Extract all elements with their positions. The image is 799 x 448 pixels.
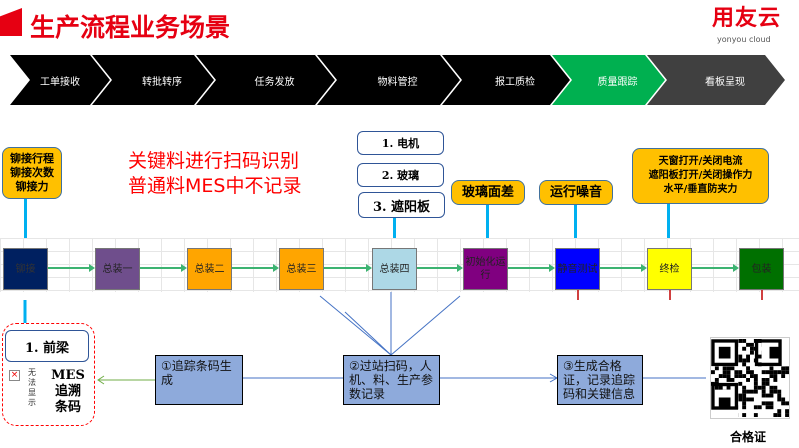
process-node[interactable]: 静音测试 bbox=[555, 248, 600, 290]
arrow-head bbox=[89, 264, 95, 272]
qr-code bbox=[710, 337, 790, 419]
process-node[interactable]: 初始化运行 bbox=[463, 248, 508, 290]
part-glass: 2. 玻璃 bbox=[357, 163, 444, 187]
arrow-line bbox=[486, 205, 489, 238]
process-node[interactable]: 总装三 bbox=[279, 248, 324, 290]
process-node[interactable]: 总装一 bbox=[95, 248, 140, 290]
process-node[interactable]: 总装四 bbox=[372, 248, 417, 290]
arrow-line bbox=[574, 205, 577, 238]
arrow-line bbox=[24, 199, 27, 239]
arrow-head bbox=[273, 264, 279, 272]
step-5[interactable]: 报工质检 bbox=[495, 76, 535, 88]
arrow-line bbox=[667, 204, 670, 238]
step-3[interactable]: 任务发放 bbox=[254, 76, 295, 88]
broken-image-icon: × bbox=[9, 370, 20, 381]
noise-callout: 运行噪音 bbox=[539, 180, 613, 205]
scan-lines bbox=[243, 292, 706, 383]
flow-step-2: ②过站扫码，人机、料、生产参数记录 bbox=[343, 355, 440, 405]
arrow-head bbox=[733, 264, 739, 272]
arrow-head bbox=[457, 264, 463, 272]
final-check-callout: 天窗打开/关闭电流遮阳板打开/关闭操作力水平/垂直防夹力 bbox=[632, 148, 769, 204]
arrow-head bbox=[366, 264, 372, 272]
part-motor: 1. 电机 bbox=[357, 131, 444, 155]
arrow-line bbox=[393, 218, 396, 238]
note-line: 关键料进行扫码识别 bbox=[128, 150, 300, 172]
step-2[interactable]: 转批转序 bbox=[142, 76, 182, 88]
process-node[interactable]: 铆接 bbox=[3, 248, 48, 290]
step-4[interactable]: 物料管控 bbox=[377, 76, 418, 88]
process-node[interactable]: 终检 bbox=[647, 248, 692, 290]
scan-note: 关键料进行扫码识别普通料MES中不记录 bbox=[128, 149, 301, 199]
note-line: 普通料MES中不记录 bbox=[128, 175, 302, 197]
front-beam-group bbox=[2, 323, 95, 426]
part-sunshade: 3. 遮阳板 bbox=[358, 192, 445, 218]
logo: 用友云 bbox=[712, 6, 782, 31]
title-mark bbox=[0, 8, 22, 36]
flow-step-3: ③生成合格证，记录追踪码和关键信息 bbox=[557, 355, 643, 405]
process-node[interactable]: 包装 bbox=[739, 248, 784, 290]
arrow-head bbox=[641, 264, 647, 272]
arrow-head bbox=[549, 264, 555, 272]
flow-step-1: ①追踪条码生成 bbox=[155, 355, 243, 405]
step-7-shape[interactable] bbox=[647, 55, 785, 105]
arrow-head bbox=[181, 264, 187, 272]
broken-image-text: 无法显示 bbox=[28, 368, 36, 407]
step-6[interactable]: 质量跟踪 bbox=[597, 76, 638, 88]
logo-subtitle: yonyou cloud bbox=[717, 35, 771, 44]
certificate-label: 合格证 bbox=[730, 430, 767, 444]
front-beam-label: 1. 前梁 bbox=[5, 330, 89, 362]
page-title: 生产流程业务场景 bbox=[30, 13, 231, 42]
step-1[interactable]: 工单接收 bbox=[40, 76, 80, 88]
step-5-shape[interactable] bbox=[442, 55, 570, 105]
glass-gap-callout: 玻璃面差 bbox=[451, 180, 525, 205]
step-3-shape[interactable] bbox=[196, 55, 335, 105]
step-7[interactable]: 看板呈现 bbox=[705, 76, 745, 88]
step-4-shape[interactable] bbox=[317, 55, 460, 105]
process-node[interactable]: 总装二 bbox=[187, 248, 232, 290]
riveting-callout: 铆接行程铆接次数铆接力 bbox=[2, 147, 62, 199]
step-2-shape[interactable] bbox=[92, 55, 214, 105]
